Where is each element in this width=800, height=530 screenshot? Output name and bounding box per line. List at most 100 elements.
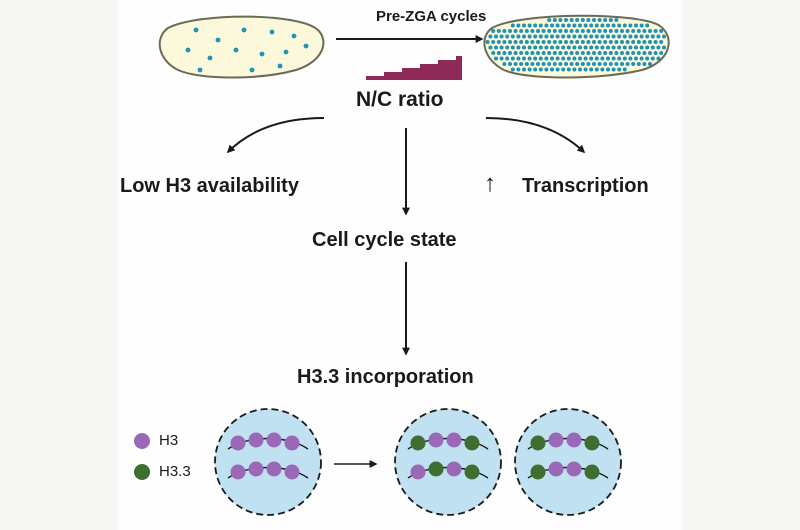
nucleus-dot xyxy=(614,51,619,55)
nucleus-dot xyxy=(600,45,605,50)
histone-H33-dot xyxy=(464,464,480,480)
nucleus-dot xyxy=(572,67,577,72)
histone-H33-dot xyxy=(464,435,480,451)
histone-H3-dot xyxy=(428,432,444,448)
nucleus-dot xyxy=(522,67,526,72)
histone-H3-dot xyxy=(284,435,300,451)
h33-incorporation-label: H3.3 incorporation xyxy=(297,366,474,388)
nucleus-dot xyxy=(519,62,524,66)
nucleus-dot xyxy=(558,51,563,55)
nucleus-dot xyxy=(620,62,624,66)
nucleus-dot xyxy=(241,27,247,33)
nucleus-dot xyxy=(533,56,538,61)
nucleus-dot xyxy=(603,18,608,22)
nucleus-dot xyxy=(603,29,608,33)
nucleus-dot xyxy=(510,23,515,28)
nucleus-dot xyxy=(589,34,594,39)
nucleus-dot xyxy=(536,29,540,33)
nucleus-dot xyxy=(597,40,602,44)
nucleus-dot xyxy=(580,51,585,55)
nucleus-dot xyxy=(608,62,613,66)
nucleus-dot xyxy=(566,23,571,28)
nucleus-dot xyxy=(544,56,549,61)
nucleus-dot xyxy=(648,40,652,44)
nucleus-dot xyxy=(572,45,577,50)
nucleus-dot xyxy=(524,29,529,33)
legend-h33-dot xyxy=(134,464,150,480)
up-arrow-icon: ↑ xyxy=(484,170,496,197)
nucleus-dot xyxy=(558,62,563,66)
legend-h33-label: H3.3 xyxy=(159,463,191,480)
nucleus-dot xyxy=(561,56,566,61)
nucleus-dot xyxy=(550,56,554,61)
nucleus-dot xyxy=(653,51,658,55)
nucleus-dot xyxy=(625,62,630,66)
nucleus-dot xyxy=(597,62,602,66)
nucleus-dot xyxy=(566,56,571,61)
nucleus-dot xyxy=(634,56,638,61)
nucleus-dot xyxy=(516,56,521,61)
nucleus-dot xyxy=(648,51,652,55)
nucleus-dot xyxy=(564,62,568,66)
nucleus-dot xyxy=(575,51,580,55)
histone-H3-dot xyxy=(248,432,264,448)
transcription-label: Transcription xyxy=(522,175,649,197)
nucleus-dot xyxy=(662,45,666,50)
nucleus-dot xyxy=(594,45,599,50)
nucleus-dot xyxy=(569,62,574,66)
nucleus-dot xyxy=(569,40,574,44)
nucleus-dot xyxy=(611,45,616,50)
nucleus-dot xyxy=(620,51,624,55)
nucleus-dot xyxy=(586,40,591,44)
nucleus-dot xyxy=(552,18,557,22)
nucleus-dot xyxy=(496,51,501,55)
nucleus-dot xyxy=(538,56,543,61)
nucleus-dot xyxy=(530,40,535,44)
nucleus-dot xyxy=(527,45,532,50)
nucleus-dot xyxy=(589,56,594,61)
nucleus-dot xyxy=(488,34,493,39)
nucleus-dot xyxy=(606,34,610,39)
nucleus-dot xyxy=(538,23,543,28)
histone-H3-dot xyxy=(248,461,264,477)
nucleus-dot xyxy=(494,34,498,39)
nucleus-dot xyxy=(533,45,538,50)
nucleus-dot xyxy=(572,34,577,39)
nucleus-dot xyxy=(499,45,504,50)
nucleus-dot xyxy=(628,56,633,61)
nucleus-dot xyxy=(561,34,566,39)
nucleus-dot xyxy=(656,45,661,50)
nucleus-dot xyxy=(516,34,521,39)
nucleus-dot xyxy=(611,56,616,61)
arrow-to-low-h3 xyxy=(226,117,325,154)
nucleus-dot xyxy=(185,47,191,53)
nucleus-dot xyxy=(580,40,585,44)
nucleus-dot xyxy=(508,62,512,66)
nucleus-dot xyxy=(558,18,563,22)
nucleus-dot xyxy=(634,23,638,28)
embryo-late xyxy=(483,14,670,79)
nucleus-dot xyxy=(608,40,613,44)
nucleus-dot xyxy=(636,51,641,55)
nucleus-dot xyxy=(544,67,549,72)
nucleus-dot xyxy=(522,23,526,28)
nucleus-dot xyxy=(564,18,568,22)
nucleus-dot xyxy=(611,34,616,39)
nucleus-dot xyxy=(233,47,239,53)
nucleus-dot xyxy=(580,18,585,22)
nucleus-dot xyxy=(510,34,515,39)
legend-h3-dot xyxy=(134,433,150,449)
nucleus-dot xyxy=(575,62,580,66)
nucleus-dot xyxy=(614,62,619,66)
nucleus-dot xyxy=(491,51,496,55)
nucleus-dot xyxy=(622,34,627,39)
nucleus-dot xyxy=(578,23,582,28)
nucleus-dot xyxy=(597,18,602,22)
nucleus-dot xyxy=(617,34,622,39)
nucleus-dot xyxy=(617,23,622,28)
nucleus-dot xyxy=(502,40,507,44)
nucleus-dot xyxy=(611,23,616,28)
nucleus-dot xyxy=(592,18,596,22)
nucleus-dot xyxy=(614,40,619,44)
